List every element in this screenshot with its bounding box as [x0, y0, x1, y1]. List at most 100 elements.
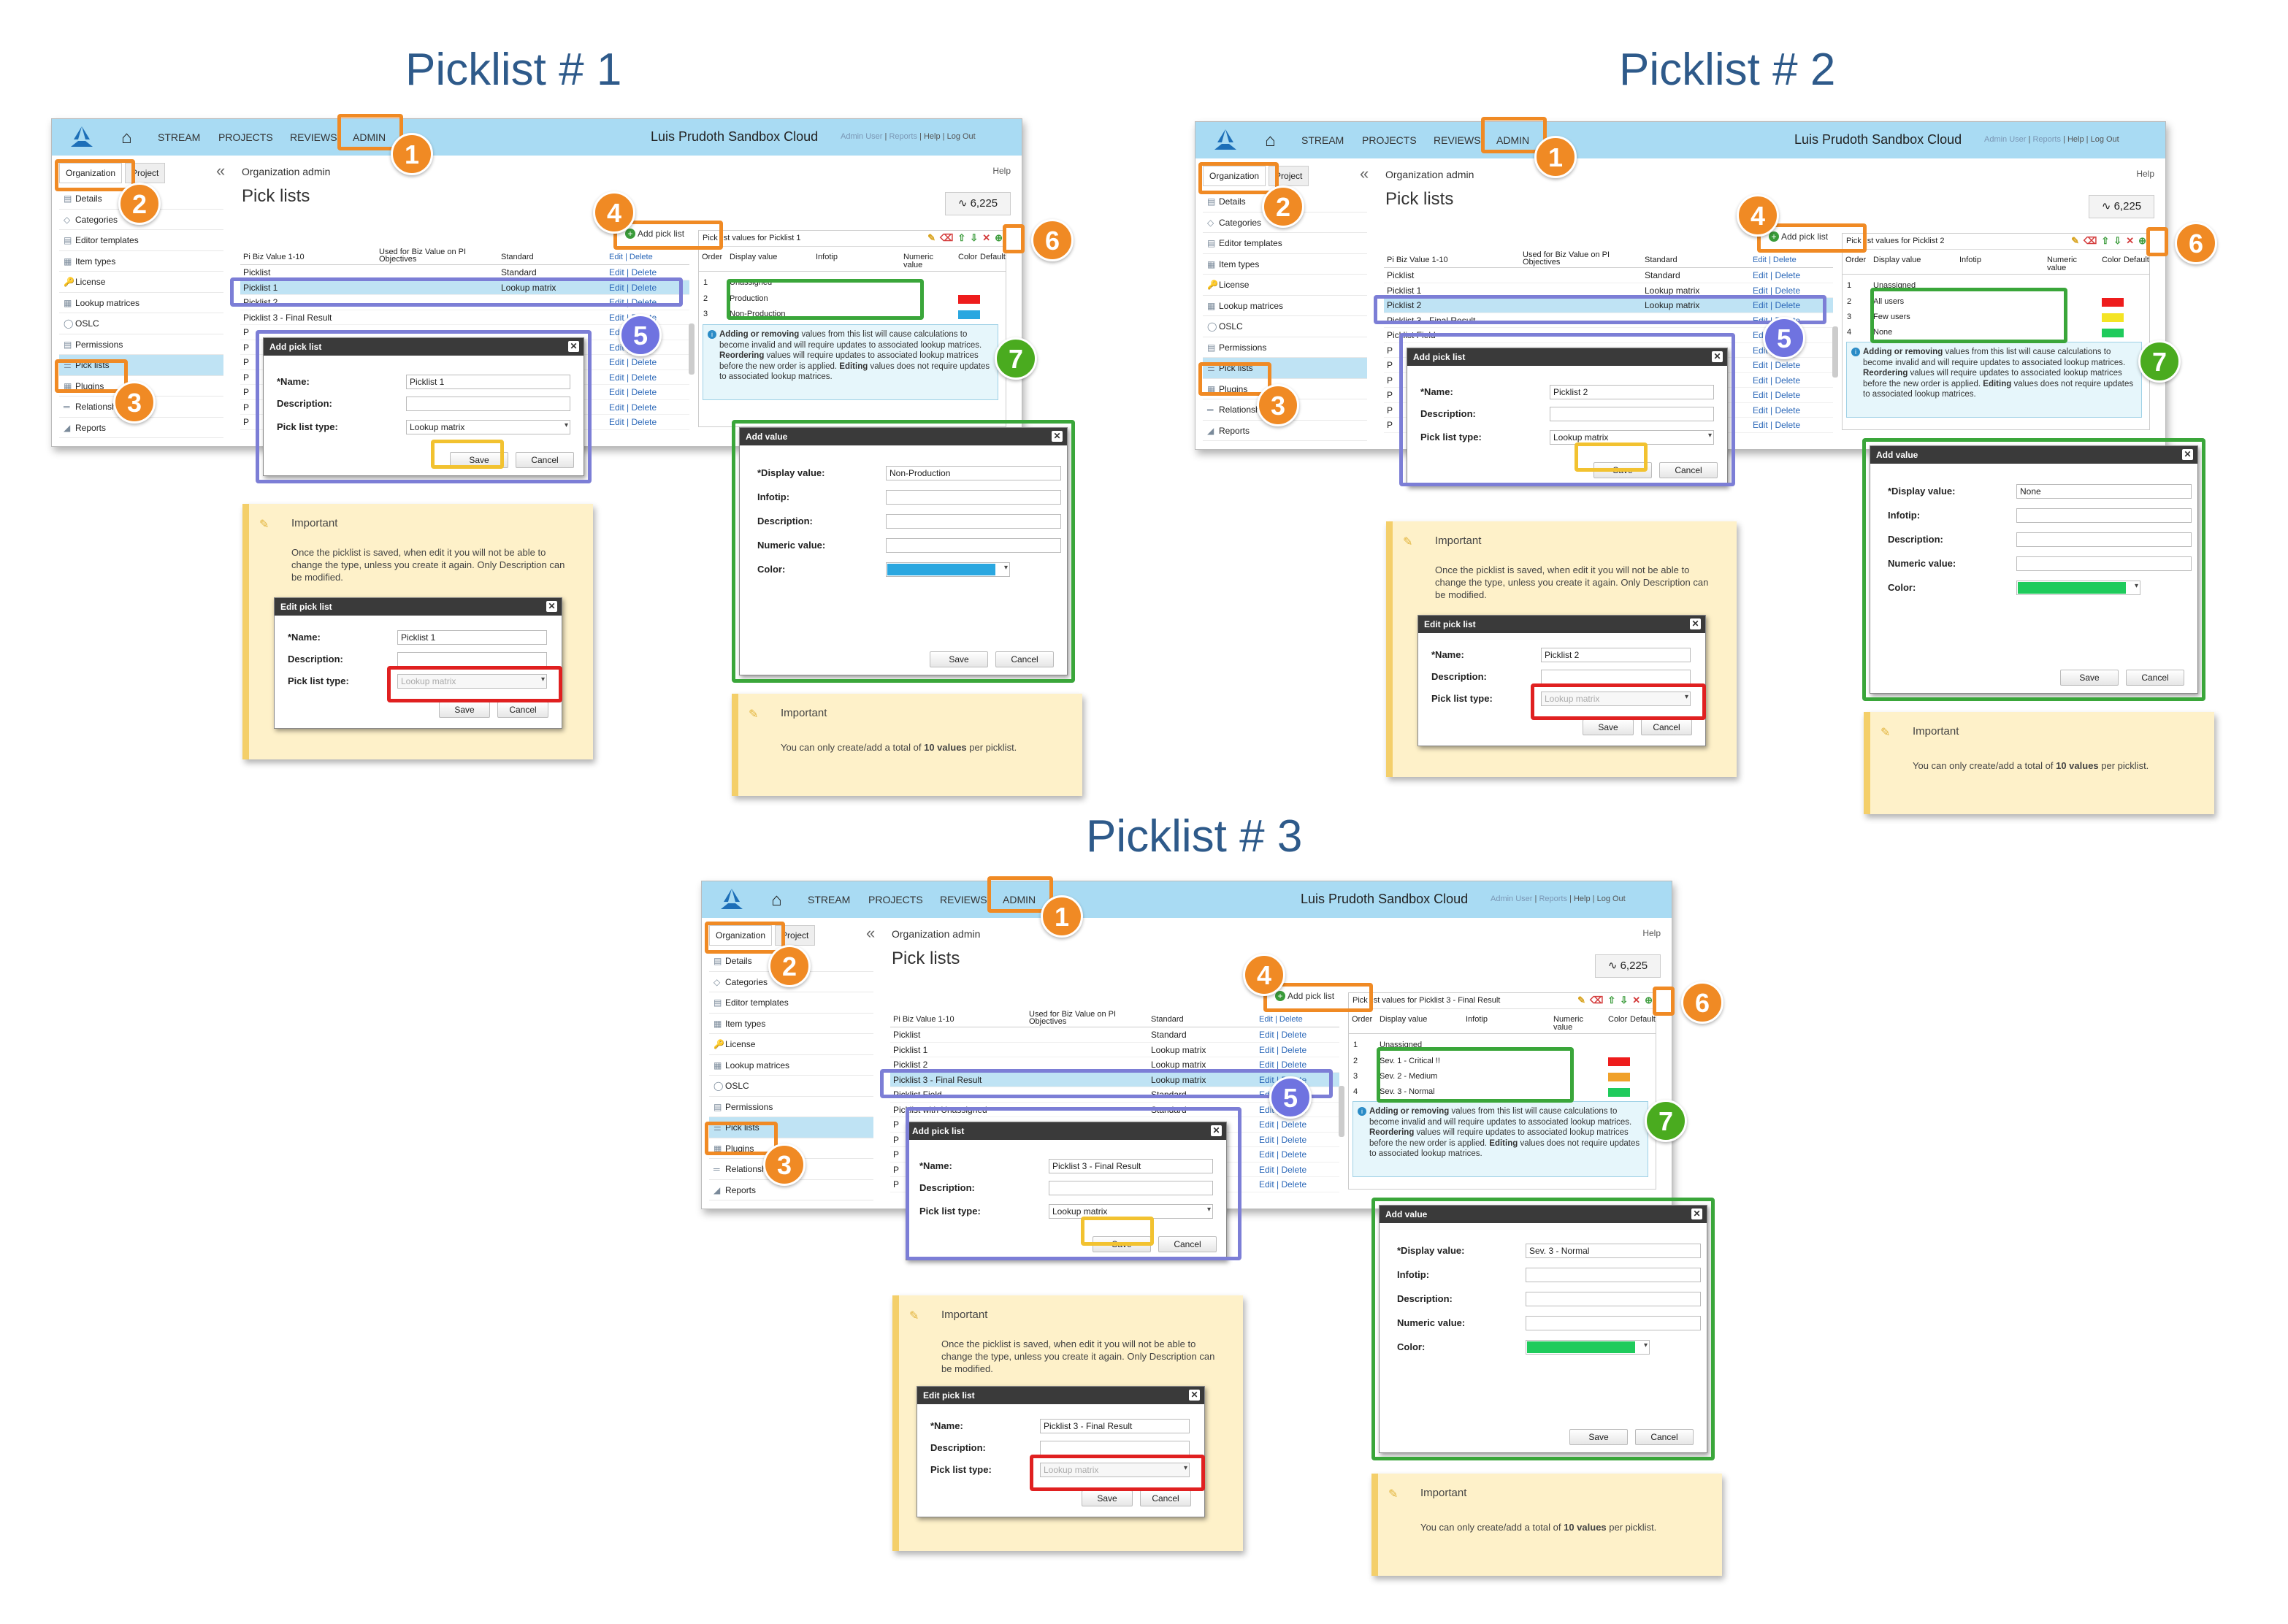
- nav-projects[interactable]: PROJECTS: [1362, 134, 1417, 146]
- edit-delete-link[interactable]: Edit | Delete: [609, 357, 657, 367]
- name-input[interactable]: Picklist 2: [1541, 648, 1691, 662]
- sidebar-item-license[interactable]: 🔑License: [709, 1034, 873, 1055]
- close-icon[interactable]: ✕: [1691, 1209, 1702, 1219]
- sidebar-item-lookup-matrices[interactable]: ▦Lookup matrices: [59, 293, 223, 313]
- nav-projects[interactable]: PROJECTS: [868, 894, 923, 905]
- cancel-button[interactable]: Cancel: [995, 651, 1054, 667]
- sidebar-item-reports[interactable]: ◢Reports: [59, 418, 223, 438]
- edit-delete-link[interactable]: Edit | Delete: [609, 417, 657, 427]
- save-button[interactable]: Save: [450, 452, 508, 468]
- close-icon[interactable]: ✕: [1189, 1390, 1200, 1401]
- sidebar-item-item-types[interactable]: ▦Item types: [709, 1014, 873, 1034]
- sidebar-item-item-types[interactable]: ▦Item types: [1203, 254, 1367, 275]
- reports-link[interactable]: Reports: [889, 132, 917, 141]
- description-input[interactable]: [397, 652, 547, 667]
- edit-delete-link[interactable]: Edit | Delete: [1259, 1119, 1307, 1130]
- move-down-icon[interactable]: ⇩: [2113, 235, 2122, 246]
- color-picker[interactable]: ▾: [1526, 1340, 1650, 1355]
- sidebar-item-permissions[interactable]: ▤Permissions: [59, 334, 223, 355]
- reports-link[interactable]: Reports: [2032, 135, 2061, 144]
- close-icon[interactable]: ✕: [1712, 351, 1723, 362]
- color-picker[interactable]: ▾: [886, 562, 1010, 577]
- cancel-button[interactable]: Cancel: [1641, 719, 1692, 735]
- edit-delete-link[interactable]: Edit | Delete: [1259, 1015, 1303, 1024]
- add-pick-list-button[interactable]: +Add pick list: [1275, 991, 1334, 1001]
- numeric-value-input[interactable]: [886, 538, 1061, 553]
- edit-delete-link[interactable]: Edit | Delete: [1259, 1044, 1307, 1055]
- edit-delete-link[interactable]: Edit | Delete: [1753, 375, 1801, 386]
- description-input[interactable]: [1049, 1181, 1213, 1195]
- remove-icon[interactable]: ✕: [1632, 995, 1641, 1006]
- scrollbar[interactable]: [1339, 1086, 1344, 1137]
- numeric-value-input[interactable]: [1526, 1316, 1701, 1330]
- help-link[interactable]: Help: [923, 132, 941, 141]
- collapse-icon[interactable]: «: [866, 924, 876, 942]
- scrollbar[interactable]: [1832, 326, 1838, 378]
- description-input[interactable]: [1040, 1441, 1190, 1455]
- save-button[interactable]: Save: [1593, 462, 1652, 478]
- close-icon[interactable]: ✕: [546, 601, 557, 612]
- type-select[interactable]: Lookup matrix▾: [1550, 430, 1714, 445]
- help-link[interactable]: Help: [2136, 169, 2154, 179]
- remove-icon[interactable]: ✕: [982, 232, 991, 243]
- add-value-icon[interactable]: ⊕: [2138, 235, 2146, 246]
- save-button[interactable]: Save: [930, 651, 988, 667]
- cancel-button[interactable]: Cancel: [1659, 462, 1718, 478]
- edit-icon[interactable]: ✎: [927, 232, 936, 243]
- sidebar-item-reports[interactable]: ◢Reports: [1203, 421, 1367, 441]
- description-input[interactable]: [2016, 532, 2192, 547]
- tab-project[interactable]: Project: [1269, 166, 1309, 186]
- color-picker[interactable]: ▾: [2016, 581, 2140, 595]
- edit-delete-link[interactable]: Edit | Delete: [609, 253, 653, 261]
- infotip-input[interactable]: [1526, 1268, 1701, 1282]
- display-value-input[interactable]: Sev. 3 - Normal: [1526, 1244, 1701, 1258]
- tab-project[interactable]: Project: [125, 163, 166, 183]
- delete-icon[interactable]: ⌫: [939, 232, 954, 243]
- home-icon[interactable]: ⌂: [771, 890, 782, 910]
- tab-organization[interactable]: Organization: [1203, 166, 1266, 186]
- move-up-icon[interactable]: ⇧: [2101, 235, 2110, 246]
- cancel-button[interactable]: Cancel: [2126, 670, 2184, 686]
- move-down-icon[interactable]: ⇩: [1620, 995, 1629, 1006]
- description-input[interactable]: [406, 397, 570, 411]
- add-pick-list-button[interactable]: +Add pick list: [625, 229, 684, 239]
- add-value-icon[interactable]: ⊕: [1645, 995, 1653, 1006]
- save-button[interactable]: Save: [439, 702, 490, 718]
- sidebar-item-pick-lists[interactable]: ☰Pick lists: [1203, 358, 1367, 379]
- nav-admin[interactable]: ADMIN: [1496, 134, 1530, 146]
- move-up-icon[interactable]: ⇧: [957, 232, 966, 243]
- help-link[interactable]: Help: [2067, 135, 2084, 144]
- nav-reviews[interactable]: REVIEWS: [940, 894, 987, 905]
- help-link[interactable]: Help: [1642, 928, 1661, 938]
- numeric-value-input[interactable]: [2016, 556, 2192, 571]
- sidebar-item-editor-templates[interactable]: ▤Editor templates: [1203, 233, 1367, 254]
- home-icon[interactable]: ⌂: [121, 128, 132, 148]
- admin-user-link[interactable]: Admin User: [841, 132, 883, 141]
- sidebar-item-item-types[interactable]: ▦Item types: [59, 251, 223, 272]
- sidebar-item-categories[interactable]: ◇Categories: [59, 210, 223, 230]
- sidebar-item-editor-templates[interactable]: ▤Editor templates: [709, 992, 873, 1014]
- description-input[interactable]: [886, 514, 1061, 529]
- edit-delete-link[interactable]: Edit | Delete: [1753, 256, 1797, 264]
- sidebar-item-pick-lists[interactable]: ☰Pick lists: [59, 355, 223, 376]
- cancel-button[interactable]: Cancel: [497, 702, 548, 718]
- nav-stream[interactable]: STREAM: [808, 894, 851, 905]
- sidebar-item-reports[interactable]: ◢Reports: [709, 1180, 873, 1200]
- edit-icon[interactable]: ✎: [1577, 995, 1585, 1006]
- edit-delete-link[interactable]: Edit | Delete: [609, 372, 657, 383]
- save-button[interactable]: Save: [1093, 1236, 1151, 1252]
- collapse-icon[interactable]: «: [1360, 164, 1369, 183]
- edit-delete-link[interactable]: Edit | Delete: [1259, 1164, 1307, 1175]
